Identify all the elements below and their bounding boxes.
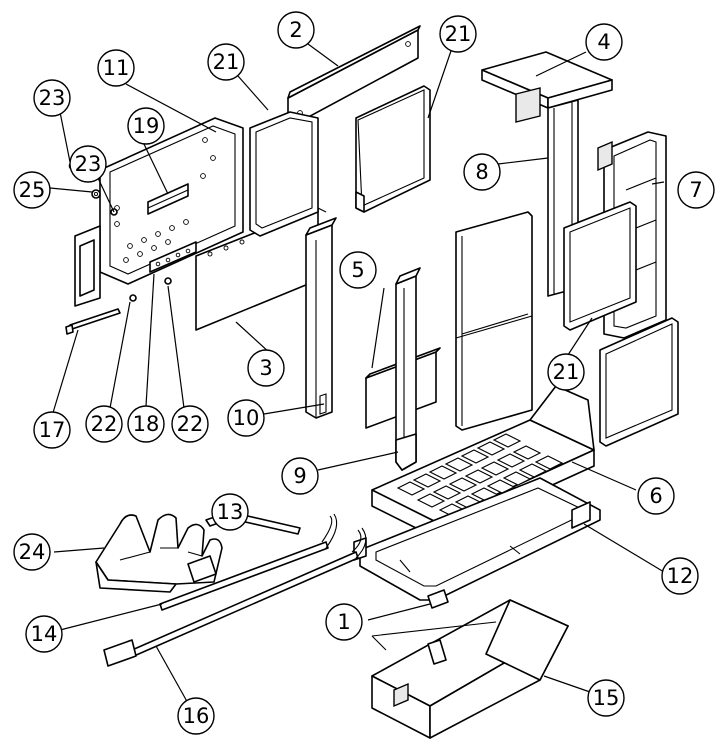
svg-text:21: 21 — [213, 50, 240, 74]
svg-text:8: 8 — [475, 160, 488, 184]
callout-23-frame: 23 — [69, 145, 107, 183]
part-firebrick-stack — [455, 211, 533, 431]
callout-1: 1 — [325, 603, 363, 641]
callout-2: 2 — [277, 11, 315, 49]
part-pin — [65, 308, 121, 335]
part-firebrick-d — [563, 201, 637, 331]
callout-10: 10 — [227, 399, 265, 437]
svg-text:9: 9 — [293, 464, 306, 488]
callout-14: 14 — [25, 615, 63, 653]
grate-slots — [396, 433, 564, 518]
part-base-tab — [427, 589, 449, 609]
callout-4: 4 — [585, 23, 623, 61]
svg-text:14: 14 — [31, 622, 58, 646]
callout-15: 15 — [587, 679, 625, 717]
svg-text:10: 10 — [233, 406, 260, 430]
svg-text:19: 19 — [133, 114, 160, 138]
callout-21-top-left: 21 — [207, 43, 245, 81]
svg-text:5: 5 — [351, 258, 364, 282]
svg-text:4: 4 — [597, 30, 610, 54]
svg-text:22: 22 — [91, 412, 118, 436]
callout-3: 3 — [247, 349, 285, 387]
part-top-hood — [481, 51, 613, 123]
svg-text:11: 11 — [103, 56, 130, 80]
part-glove — [95, 513, 223, 593]
part-frame-bracket — [147, 183, 189, 215]
leader-lines — [49, 43, 665, 715]
callout-21-lower-right: 21 — [547, 353, 585, 391]
svg-text:17: 17 — [39, 418, 66, 442]
callout-17: 17 — [33, 411, 71, 449]
svg-text:2: 2 — [289, 18, 302, 42]
part-slotted-strip — [149, 241, 197, 273]
callout-21-top-right: 21 — [439, 15, 477, 53]
svg-text:25: 25 — [19, 178, 46, 202]
part-post-left — [305, 217, 337, 419]
part-base-frame — [353, 477, 601, 601]
part-washer — [91, 189, 101, 199]
part-firebrick-e — [599, 317, 679, 447]
svg-text:6: 6 — [649, 484, 662, 508]
callout-22-left: 22 — [85, 405, 123, 443]
part-ash-pan — [371, 599, 569, 739]
callout-11: 11 — [97, 49, 135, 87]
callout-5: 5 — [339, 251, 377, 289]
svg-text:1: 1 — [337, 610, 350, 634]
svg-text:3: 3 — [259, 356, 272, 380]
svg-text:21: 21 — [553, 360, 580, 384]
callout-9: 9 — [281, 457, 319, 495]
callout-13: 13 — [211, 493, 249, 531]
callout-6: 6 — [637, 477, 675, 515]
svg-text:13: 13 — [217, 500, 244, 524]
svg-text:15: 15 — [593, 686, 620, 710]
part-poker-long — [159, 513, 338, 611]
svg-text:12: 12 — [667, 564, 694, 588]
svg-text:16: 16 — [183, 704, 210, 728]
callout-22-right: 22 — [171, 405, 209, 443]
part-ash-scraper — [103, 527, 367, 667]
callout-18: 18 — [127, 405, 165, 443]
callout-19: 19 — [127, 107, 165, 145]
callout-16: 16 — [177, 697, 215, 735]
part-screw-small-a — [129, 294, 137, 302]
part-post-middle — [395, 267, 421, 471]
callout-24: 24 — [13, 533, 51, 571]
svg-text:22: 22 — [177, 412, 204, 436]
svg-text:7: 7 — [689, 178, 702, 202]
callout-23-top: 23 — [33, 79, 71, 117]
callout-7: 7 — [677, 171, 715, 209]
part-firebrick-b — [355, 85, 431, 213]
svg-text:24: 24 — [19, 540, 46, 564]
svg-text:23: 23 — [39, 86, 66, 110]
callout-12: 12 — [661, 557, 699, 595]
callout-8: 8 — [463, 153, 501, 191]
callout-25: 25 — [13, 171, 51, 209]
svg-text:21: 21 — [445, 22, 472, 46]
svg-text:23: 23 — [75, 152, 102, 176]
part-screw-small-b — [164, 277, 172, 285]
svg-text:18: 18 — [133, 412, 160, 436]
part-firebrick-a — [249, 111, 319, 237]
